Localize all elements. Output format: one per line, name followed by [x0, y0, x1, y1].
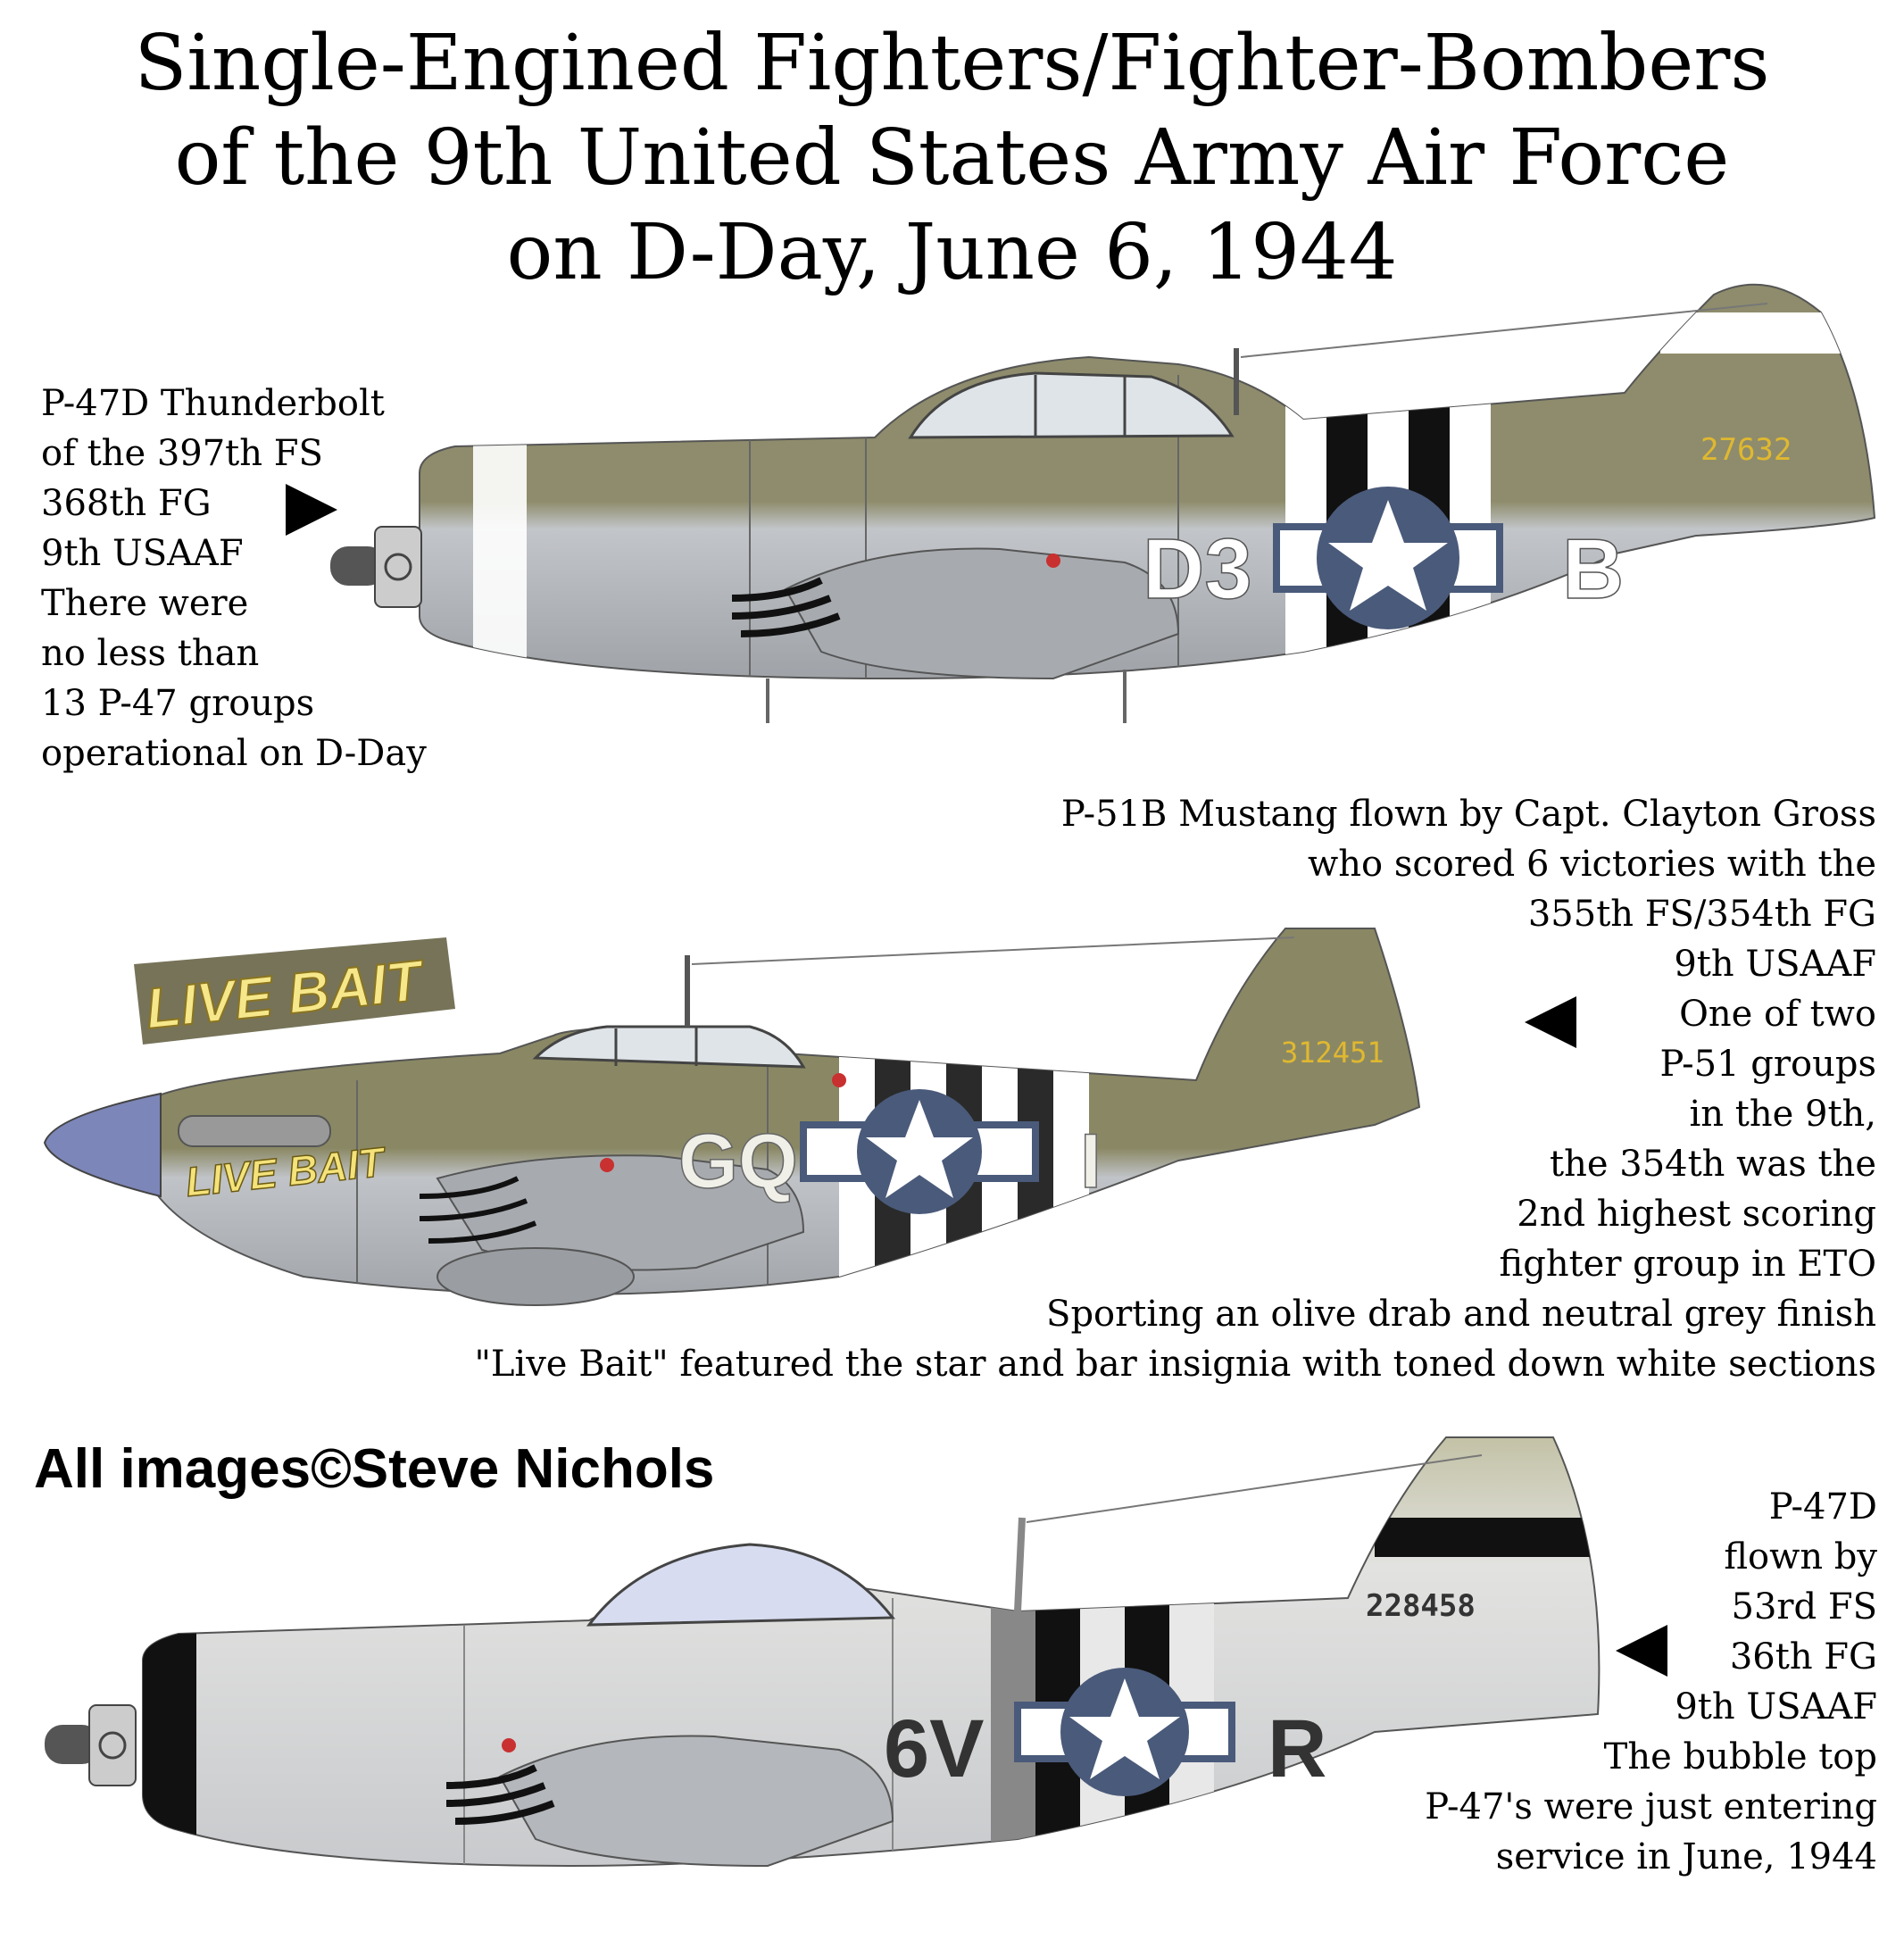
code-letter-right: B — [1562, 521, 1624, 617]
code-letters-left: 6V — [884, 1703, 985, 1794]
title-line-2: of the 9th United States Army Air Force — [174, 113, 1730, 203]
arrow-left-icon — [1525, 996, 1576, 1048]
page-title: Single-Engined Fighters/Fighter-Bombers … — [0, 16, 1904, 300]
caption-line: P-47D — [1768, 1486, 1877, 1528]
caption-line: flown by — [1724, 1536, 1877, 1578]
caption-line: 36th FG — [1729, 1636, 1877, 1677]
title-line-1: Single-Engined Fighters/Fighter-Bombers — [134, 19, 1770, 108]
tail-serial: 312451 — [1281, 1036, 1384, 1070]
caption-p47d-36th: P-47D flown by 53rd FS 36th FG 9th USAAF… — [1425, 1482, 1877, 1882]
caption-p51b-354th: P-51B Mustang flown by Capt. Clayton Gro… — [474, 789, 1876, 1389]
caption-line: fighter group in ETO — [1499, 1244, 1876, 1285]
p51b-mustang-profile: LIVE BAIT GQ I 312451 — [43, 928, 1421, 1306]
caption-line: 355th FS/354th FG — [1527, 894, 1876, 935]
caption-line: 9th USAAF — [1675, 1686, 1877, 1727]
caption-line: There were — [41, 583, 249, 624]
caption-line: 9th USAAF — [41, 533, 244, 574]
caption-line: who scored 6 victories with the — [1308, 844, 1876, 885]
title-line-3: on D-Day, June 6, 1944 — [506, 208, 1398, 297]
caption-line: the 354th was the — [1550, 1144, 1876, 1185]
caption-line: 2nd highest scoring — [1517, 1194, 1876, 1235]
caption-line: P-51B Mustang flown by Capt. Clayton Gro… — [1060, 794, 1876, 835]
caption-line: no less than — [41, 633, 260, 674]
code-letter-right: R — [1268, 1703, 1326, 1794]
caption-line: P-51 groups — [1659, 1044, 1876, 1085]
arrow-right-icon — [286, 484, 337, 536]
caption-p47d-397th: P-47D Thunderbolt of the 397th FS 368th … — [41, 379, 427, 778]
live-bait-nose-art-badge: LIVE BAIT — [134, 937, 455, 1045]
p47d-bubbletop-profile: 6V R 228458 — [45, 1436, 1601, 1868]
caption-line: 53rd FS — [1731, 1586, 1878, 1627]
arrow-left-icon — [1616, 1625, 1667, 1677]
p47d-razorback-profile: D3 B 27632 — [330, 283, 1876, 723]
caption-line: service in June, 1944 — [1495, 1836, 1877, 1877]
caption-line: operational on D-Day — [41, 733, 427, 774]
copyright-credit: All images©Steve Nichols — [34, 1438, 715, 1500]
caption-line: of the 397th FS — [41, 433, 323, 474]
caption-line: in the 9th, — [1689, 1094, 1877, 1135]
code-letters-left: GQ — [678, 1119, 798, 1204]
code-letters-left: D3 — [1143, 521, 1252, 617]
caption-line: "Live Bait" featured the star and bar in… — [474, 1344, 1876, 1385]
tail-serial: 27632 — [1700, 432, 1792, 468]
code-letter-right: I — [1080, 1119, 1102, 1204]
caption-line: The bubble top — [1603, 1736, 1877, 1777]
caption-line: P-47D Thunderbolt — [41, 383, 385, 424]
caption-line: P-47's were just entering — [1425, 1786, 1877, 1827]
tail-serial: 228458 — [1366, 1588, 1476, 1624]
caption-line: One of two — [1679, 994, 1876, 1035]
caption-line: 13 P-47 groups — [41, 683, 315, 724]
caption-line: 9th USAAF — [1674, 944, 1876, 985]
caption-line: 368th FG — [41, 483, 212, 524]
caption-line: Sporting an olive drab and neutral grey … — [1046, 1294, 1876, 1335]
